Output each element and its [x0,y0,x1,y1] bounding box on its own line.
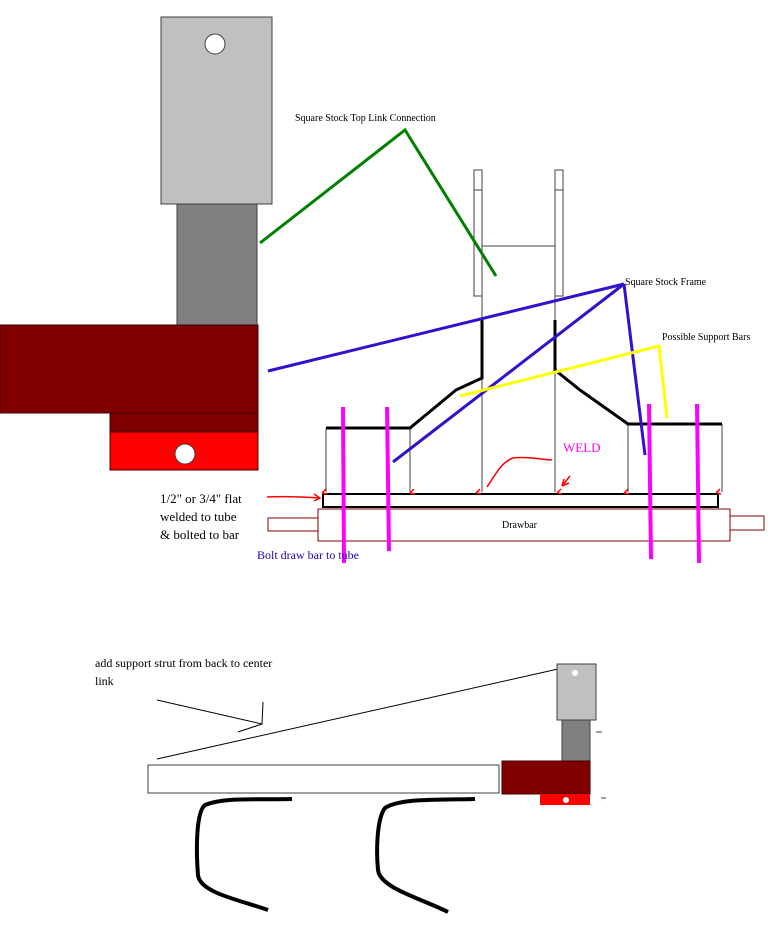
shank-left [194,797,293,912]
cross-tube [0,324,259,414]
label-drawbar: Drawbar [502,520,538,531]
label-flat-2: welded to tube [160,509,237,524]
label-flat-1: 1/2" or 3/4" flat [160,491,242,506]
square-stock-frame [326,320,722,430]
side-cross-tube [501,760,591,795]
flat-bar [322,493,719,508]
flat-and-drawbar [267,493,765,542]
strut-leader [156,699,264,725]
side-top-link-hole [572,670,578,676]
label-bolt: Bolt draw bar to tube [257,548,359,562]
top-link-hole [204,33,226,55]
weld-leader-right [561,475,571,487]
label-strut-2: link [95,674,114,688]
flat-leader [266,493,322,502]
weld-marks [266,456,722,502]
label-strut-1: add support strut from back to center [95,656,272,670]
support-bars-leader [459,344,669,419]
upright-frame [325,169,723,492]
side-view: add support strut from back to center li… [95,656,606,914]
drawbar-end-dark [109,412,259,433]
side-post [561,719,591,762]
strut-leader-tip [237,723,263,733]
shank-right [375,797,476,914]
bolt-lines [341,403,701,564]
drawbar-stub-right [729,515,765,531]
drawbar-hole [174,443,196,465]
drawbar-stub-left [267,517,319,532]
weld-leader [486,456,553,488]
label-top-link: Square Stock Top Link Connection [295,113,436,124]
hitch-assembly-large [0,16,273,471]
side-drawbar-hole [563,797,569,803]
frame-leader [267,282,647,464]
side-beam [147,764,500,794]
support-strut [156,668,559,760]
label-flat-3: & bolted to bar [160,527,240,542]
label-support-bars: Possible Support Bars [662,332,750,343]
label-weld: WELD [563,440,601,455]
top-link-leader [259,127,498,277]
label-frame: Square Stock Frame [625,277,707,288]
square-stock-post [176,203,258,326]
